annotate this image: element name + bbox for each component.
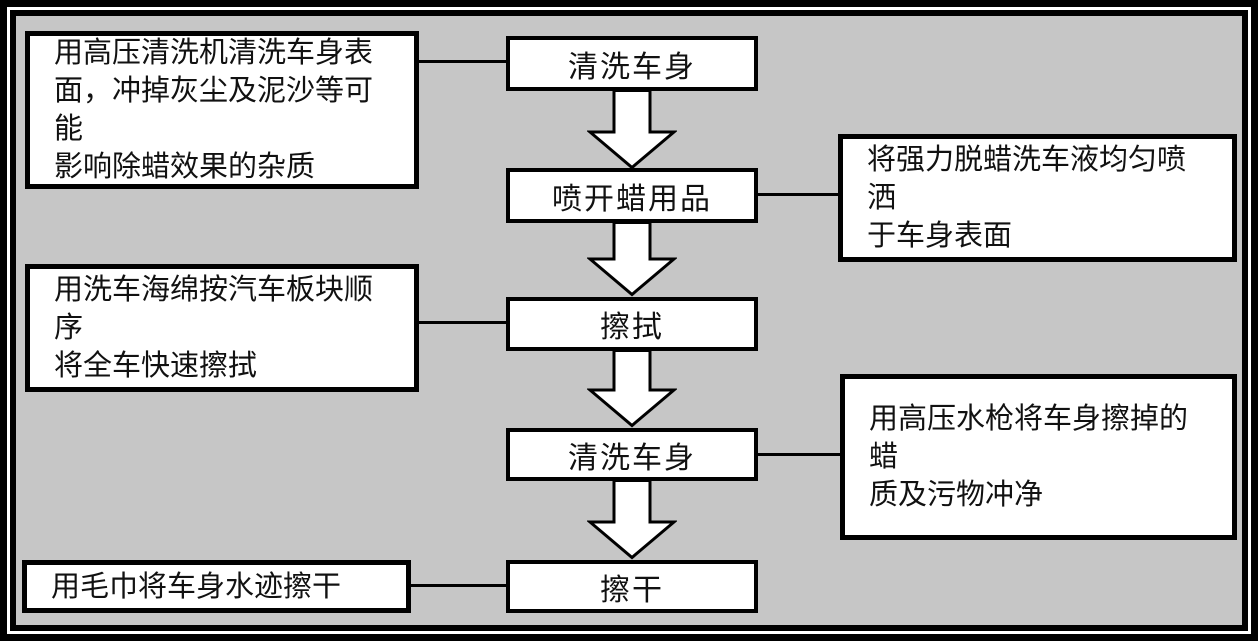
annotation-box-spray-liquid: 将强力脱蜡洗车液均匀喷洒 于车身表面 <box>838 134 1237 262</box>
annotation-text: 将强力脱蜡洗车液均匀喷洒 于车身表面 <box>867 144 1187 252</box>
connector-line-1 <box>419 60 506 63</box>
connector-line-4 <box>758 453 840 456</box>
down-arrow-icon <box>587 479 677 560</box>
down-arrow-icon <box>587 349 677 428</box>
down-arrow-icon <box>587 89 677 170</box>
annotation-box-rinse-wax: 用高压水枪将车身擦掉的蜡 质及污物冲净 <box>840 374 1237 540</box>
connector-line-2 <box>758 193 838 196</box>
annotation-text: 用毛巾将车身水迹擦干 <box>51 570 342 603</box>
connector-line-5 <box>411 584 506 587</box>
step-box-wipe: 擦拭 <box>506 297 758 351</box>
annotation-box-sponge-wipe: 用洗车海绵按汽车板块顺序 将全车快速擦拭 <box>25 264 419 392</box>
annotation-text: 用高压水枪将车身擦掉的蜡 质及污物冲净 <box>869 403 1189 511</box>
step-box-spray-dewax-product: 喷开蜡用品 <box>506 168 758 223</box>
step-label: 擦拭 <box>600 311 664 344</box>
step-label: 清洗车身 <box>568 441 696 475</box>
step-label: 清洗车身 <box>568 50 696 84</box>
annotation-text: 用高压清洗机清洗车身表 面，冲掉灰尘及泥沙等可能 影响除蜡效果的杂质 <box>54 37 374 183</box>
annotation-box-high-pressure-wash: 用高压清洗机清洗车身表 面，冲掉灰尘及泥沙等可能 影响除蜡效果的杂质 <box>25 31 419 189</box>
connector-line-3 <box>419 321 506 324</box>
step-label: 擦干 <box>600 573 664 607</box>
annotation-box-towel-dry: 用毛巾将车身水迹擦干 <box>22 560 411 613</box>
step-box-wash-body-1: 清洗车身 <box>506 36 758 91</box>
step-box-wash-body-2: 清洗车身 <box>506 428 758 481</box>
step-label: 喷开蜡用品 <box>552 182 712 216</box>
step-box-dry: 擦干 <box>506 560 758 613</box>
annotation-text: 用洗车海绵按汽车板块顺序 将全车快速擦拭 <box>54 274 374 382</box>
down-arrow-icon <box>587 221 677 297</box>
